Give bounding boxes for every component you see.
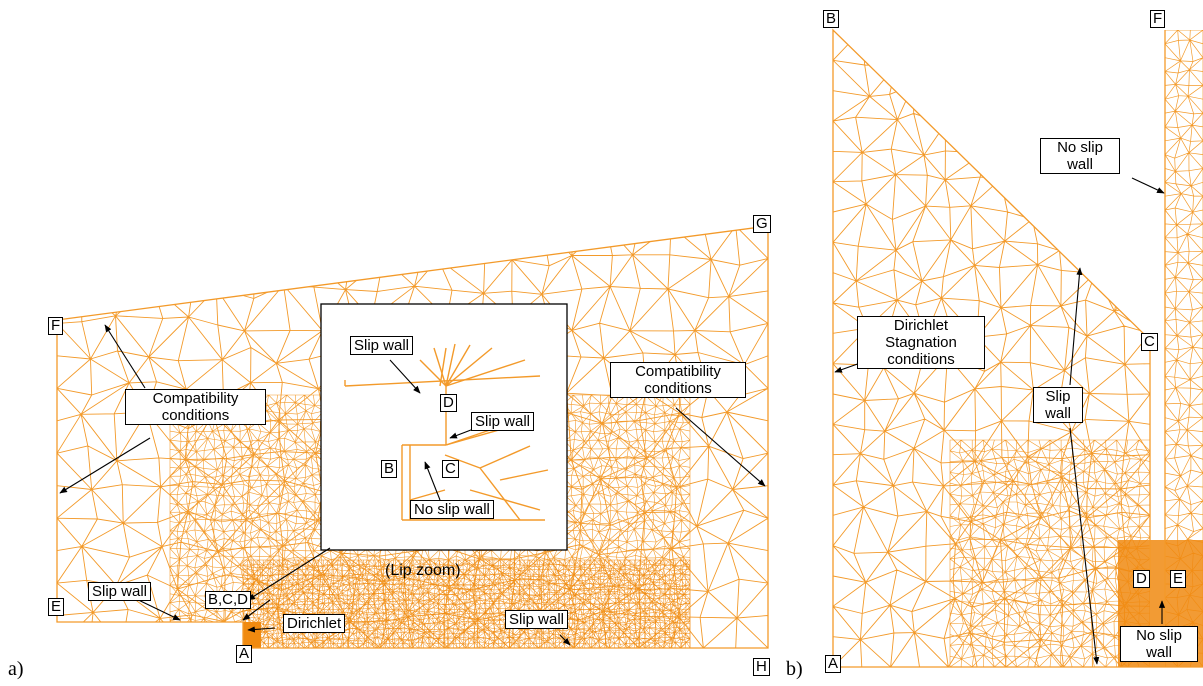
zoom-slip-wall-label-top: Slip wall	[350, 336, 414, 355]
corner-label-a-b: A	[825, 655, 842, 673]
arrow-4	[559, 634, 571, 646]
corner-label-e-a: E	[48, 598, 65, 616]
corner-label-c-b: C	[1141, 333, 1158, 351]
no-slip-wall-label-bottom-b: No slip wall	[1120, 626, 1198, 662]
arrow-13	[1069, 427, 1100, 665]
compatibility-label-right: Compatibility conditions	[610, 362, 746, 398]
corner-label-e-b: E	[1170, 570, 1187, 588]
slip-wall-label-bottom: Slip wall	[505, 610, 569, 629]
zoom-slip-wall-label-mid: Slip wall	[471, 412, 535, 431]
annotation-arrows	[59, 177, 1166, 665]
arrow-14	[1131, 177, 1165, 194]
arrow-8	[389, 359, 421, 394]
corner-label-h: H	[753, 658, 770, 676]
compatibility-label-left: Compatibility conditions	[125, 389, 266, 425]
arrow-0	[104, 324, 146, 389]
dirichlet-stagnation-label: Dirichlet Stagnation conditions	[857, 316, 985, 369]
arrow-5	[247, 626, 276, 633]
corner-label-b-b: B	[823, 10, 840, 28]
arrow-2	[675, 407, 766, 487]
panel-b-letter: b)	[786, 658, 803, 680]
domain-boundary-b	[832, 28, 1151, 667]
arrow-12	[1069, 267, 1083, 386]
corner-label-bcd: B,C,D	[205, 591, 252, 609]
lip-zoom-caption: (Lip zoom)	[385, 562, 461, 579]
corner-label-d-b: D	[1133, 570, 1150, 588]
arrow-10	[424, 461, 441, 501]
arrow-7	[247, 547, 331, 601]
zoom-label-b: B	[381, 460, 398, 478]
no-slip-wall-label-top-b: No slip wall	[1040, 138, 1120, 174]
corner-label-f-b: F	[1150, 10, 1166, 28]
panel-a-letter: a)	[8, 658, 24, 680]
corner-label-f-a: F	[48, 317, 64, 335]
zoom-no-slip-wall-label: No slip wall	[410, 500, 494, 519]
zoom-label-d: D	[440, 394, 457, 412]
slip-wall-label-left: Slip wall	[88, 582, 152, 601]
zoom-label-c: C	[442, 460, 459, 478]
dirichlet-label-a: Dirichlet	[283, 614, 346, 633]
corner-label-a-a: A	[236, 645, 253, 663]
arrow-6	[242, 599, 271, 621]
corner-label-g: G	[753, 215, 771, 233]
arrow-1	[59, 437, 151, 494]
slip-wall-label-b: Slip wall	[1033, 387, 1083, 423]
